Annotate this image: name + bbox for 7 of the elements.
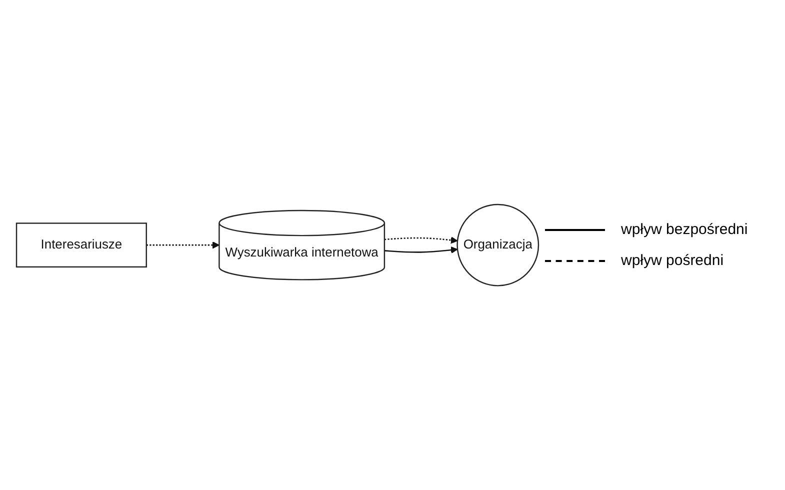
legend-label: wpływ pośredni [621, 252, 724, 269]
arrow [384, 246, 458, 254]
node-circle: Organizacja [456, 204, 540, 286]
arrow [384, 236, 458, 244]
arrow [146, 241, 220, 249]
node-box: Interesariusze [16, 222, 147, 268]
legend-label: wpływ bezpośredni [621, 221, 748, 238]
